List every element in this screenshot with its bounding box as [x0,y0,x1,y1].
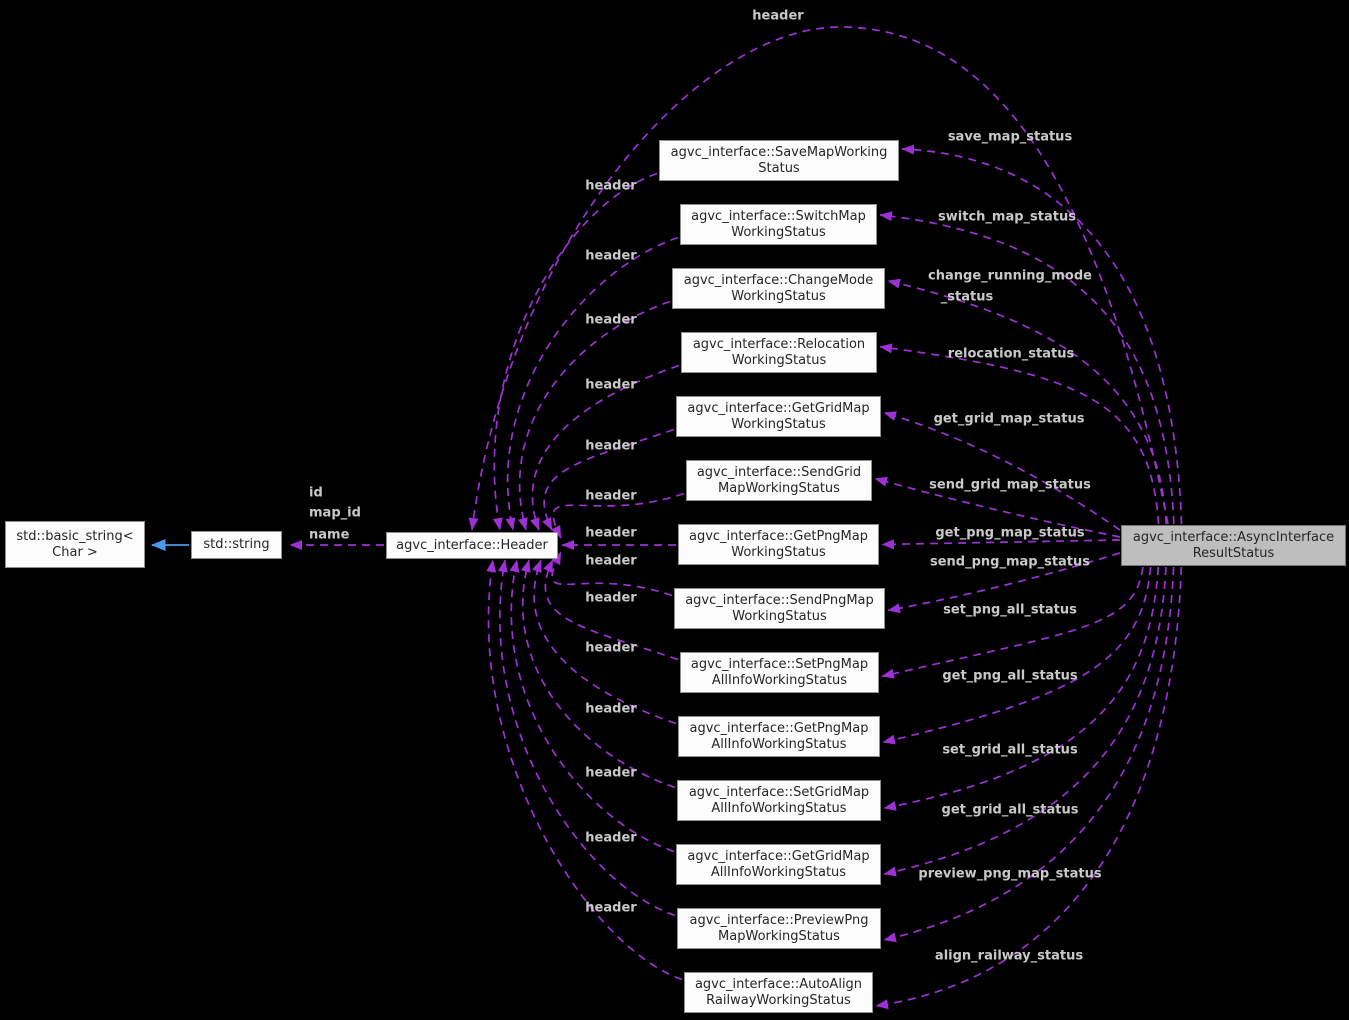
edge [542,428,675,531]
class-node-label: RailwayWorkingStatus [706,992,851,1008]
class-node-label: agvc_interface::SendGrid [696,464,862,480]
edge [497,559,676,917]
edge [492,172,658,531]
class-node-label: AllInfoWorkingStatus [711,672,848,688]
edge [887,552,1121,614]
class-node-label: agvc_interface::SetPngMap [690,656,869,672]
class-node-label: agvc_interface::SaveMapWorking [670,144,888,160]
edge [505,236,679,531]
class-node-label: agvc_interface::AsyncInterface [1132,529,1335,545]
edge [883,411,1121,531]
class-node-header[interactable]: agvc_interface::Header [386,532,558,559]
class-node-label: WorkingStatus [731,416,826,432]
class-node-label: agvc_interface::AutoAlign [694,976,863,992]
edge [874,476,1121,538]
class-node-label: ResultStatus [1192,545,1275,561]
edge [509,559,675,853]
class-node-basic_string[interactable]: std::basic_string<Char > [5,521,145,568]
edge [879,343,1160,525]
edge [551,492,685,539]
class-node-string[interactable]: std::string [191,531,282,559]
edge [532,559,677,725]
class-node-label: AllInfoWorkingStatus [710,864,847,880]
edge [882,566,1152,745]
edge [883,566,1160,811]
edge [881,566,1144,679]
edge [901,144,1183,525]
class-node-label: agvc_interface::SwitchMap [691,208,866,224]
class-node-label: agvc_interface::Relocation [692,336,866,352]
class-node-label: MapWorkingStatus [718,928,840,944]
edge [883,566,1175,943]
class-node-label: agvc_interface::GetPngMap [689,720,869,736]
class-node-label: Char > [52,544,98,560]
edge [486,559,683,981]
class-node-label: MapWorkingStatus [718,480,840,496]
class-node-label: Status [758,160,800,176]
class-node-label: WorkingStatus [731,288,826,304]
edge [883,566,1167,877]
class-node-label: agvc_interface::Header [396,537,548,553]
edge [879,211,1175,525]
edge [520,559,676,789]
class-node-label: agvc_interface::GetGridMap [687,400,870,416]
class-node-label: agvc_interface::GetGridMap [687,848,870,864]
class-node-label: std::basic_string< [16,528,134,544]
edge [517,300,671,531]
edge [881,539,1121,550]
class-node-label: agvc_interface::SetGridMap [688,784,870,800]
class-node-label: WorkingStatus [731,544,826,560]
edge [543,559,679,661]
class-node-label: std::string [203,537,270,552]
class-node-label: agvc_interface::ChangeMode [683,272,874,288]
edge [887,278,1168,525]
class-node-label: AllInfoWorkingStatus [711,800,847,816]
edge [875,566,1183,1010]
class-node-label: agvc_interface::SendPngMap [685,592,874,608]
class-node-label: AllInfoWorkingStatus [711,736,847,752]
class-node-label: agvc_interface::PreviewPng [689,912,869,928]
edge [530,364,680,531]
class-node-label: agvc_interface::GetPngMap [688,528,868,544]
class-node-label: WorkingStatus [731,352,827,368]
class-node-label: WorkingStatus [732,608,827,624]
class-node-label: WorkingStatus [731,224,826,240]
edge [551,551,673,597]
